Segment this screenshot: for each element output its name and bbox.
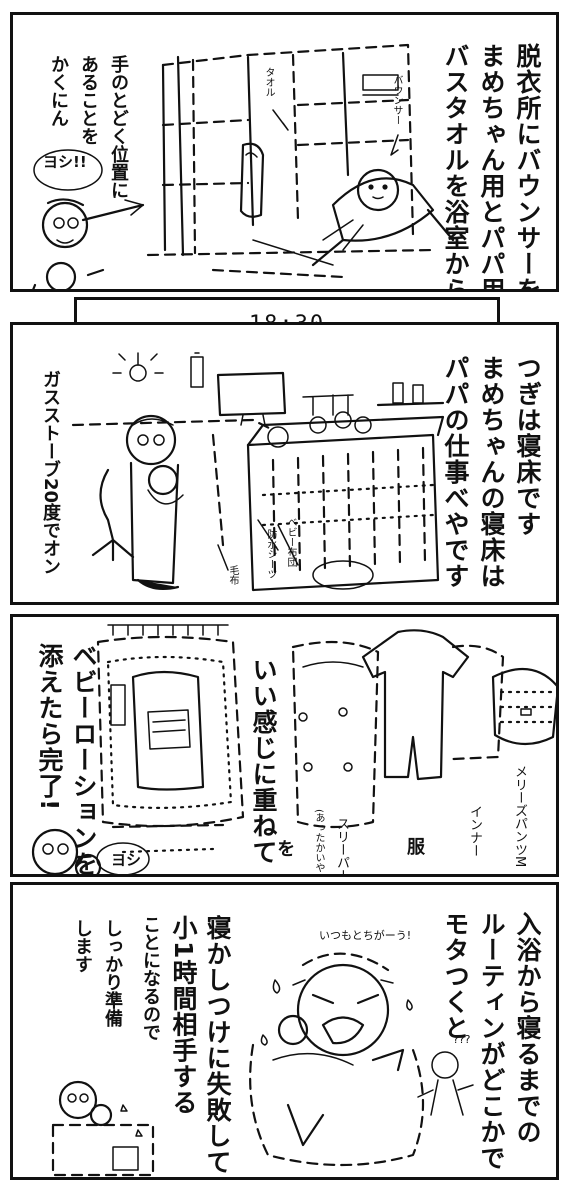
panel-2-line-1: つぎは寝床です xyxy=(513,355,542,537)
panel-1-line-1: 脱衣所にバウンサーを置き xyxy=(513,43,542,292)
panel-1: 脱衣所にバウンサーを置き まめちゃん用とパパ用の バスタオルを浴室から 手のとど… xyxy=(10,12,559,292)
panel-3: ベビーローションを 添えたら完了! いい感じに重ねて スリーパー (あったかいや… xyxy=(10,614,559,877)
panel-3-left-line-2: 添えたら完了! xyxy=(35,643,64,812)
panel-4-middle-line-3: ことになるので xyxy=(140,915,161,1041)
panel-4-middle-line-2: 小1時間相手する xyxy=(169,915,198,1116)
panel-1-illustration xyxy=(32,43,455,289)
panel-4-line-3: モタつくと xyxy=(441,911,470,1041)
panel-4-left-line-2: します xyxy=(72,919,93,973)
label-merries-pants: メリーズパンツM xyxy=(512,765,527,868)
panel-2: つぎは寝床です まめちゃんの寝床は パパの仕事べやです ガスストーブ20度でオン… xyxy=(10,322,559,605)
panel-4-line-2: ルーティンがどこかで xyxy=(477,911,506,1171)
panel-4-illustration xyxy=(51,952,474,1177)
label-waterproof-sheet: 防水シーツ xyxy=(265,529,276,579)
label-bouncer: バウンサー xyxy=(391,75,402,125)
label-clothes: 服 xyxy=(404,837,425,855)
speech-bubble-yoshi: ヨシ!! xyxy=(43,153,87,171)
question-marks: ??? xyxy=(453,1033,471,1046)
panel-3-illustration xyxy=(31,624,556,874)
panel-4-line-1: 入浴から寝るまでの xyxy=(513,911,542,1145)
panel-2-line-2: まめちゃんの寝床は xyxy=(477,355,506,589)
label-sleeper: スリーパー xyxy=(334,817,349,877)
panel-2-left-line: ガスストーブ20度でオン xyxy=(40,370,61,576)
panel-1-line-3: バスタオルを浴室から xyxy=(441,43,470,292)
label-blanket: 毛布 xyxy=(227,565,238,585)
panel-4-middle-line-1: 寝かしつけに失敗して xyxy=(203,915,232,1175)
label-towel: タオル xyxy=(263,67,274,97)
shout-text: いつもとちがーう! xyxy=(319,929,412,942)
label-wo: を xyxy=(274,839,295,857)
panel-1-left-line-2: あることを xyxy=(78,55,99,145)
label-inner: インナー xyxy=(467,805,482,857)
panel-4: 入浴から寝るまでの ルーティンがどこかで モタつくと 寝かしつけに失敗して 小1… xyxy=(10,882,559,1180)
panel-4-left-line-1: しっかり準備 xyxy=(102,919,123,1027)
panel-1-left-line-1: 手のとどく位置に xyxy=(108,55,129,199)
panel-3-left-line-1: ベビーローションを xyxy=(69,643,98,877)
label-sleeper-note: (あったかいやつ) xyxy=(313,809,324,877)
panel-2-line-3: パパの仕事べやです xyxy=(441,355,470,589)
panel-1-line-2: まめちゃん用とパパ用の xyxy=(477,43,506,292)
panel-3-center-line: いい感じに重ねて xyxy=(249,657,278,865)
panel-2-illustration xyxy=(71,352,445,592)
speech-bubble-yoshi-2: ヨシ xyxy=(111,851,142,869)
label-baby-futon: ベビー布団 xyxy=(285,517,296,567)
panel-1-left-line-3: かくにん xyxy=(48,55,69,127)
